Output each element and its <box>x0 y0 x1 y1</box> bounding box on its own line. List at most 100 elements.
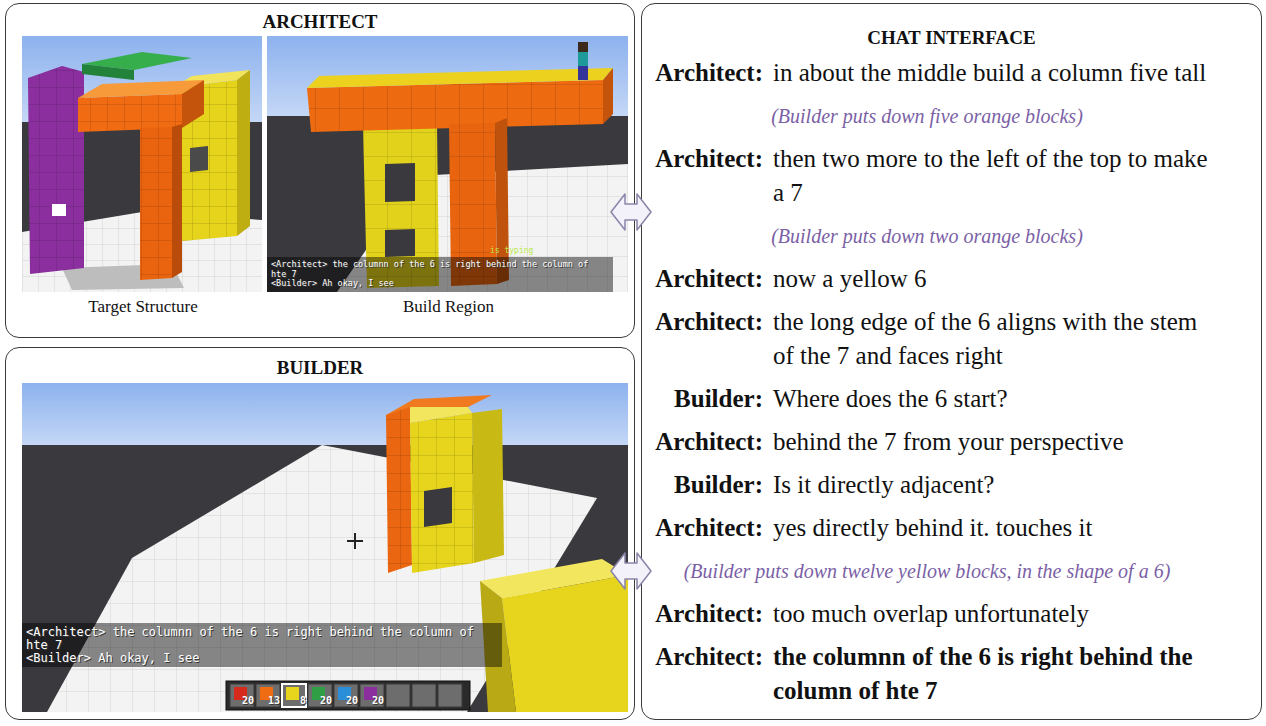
action-note: (Builder puts down two orange blocks) <box>651 219 1251 253</box>
illustration-part <box>308 684 332 707</box>
illustration-part <box>78 94 182 132</box>
illustration-part <box>140 127 172 280</box>
illustration-part <box>385 229 415 257</box>
double-arrow <box>611 553 651 589</box>
screenshot-caption: Build Region <box>268 296 629 318</box>
illustration-part <box>22 623 502 667</box>
chat-message: too much overlap unfortunately <box>773 597 1217 631</box>
chat-row: (Builder puts down twelve yellow blocks,… <box>651 554 1251 588</box>
chat-message: yes directly behind it. touches it <box>773 511 1217 545</box>
typing-indicator: is typing <box>490 246 533 255</box>
chat-message: in about the middle build a column five … <box>773 56 1217 90</box>
illustration-part <box>424 487 452 527</box>
illustration-part <box>190 146 208 172</box>
illustration-part <box>578 52 588 66</box>
illustration-part <box>410 413 474 573</box>
speaker-name: Architect: <box>651 56 763 90</box>
chat-row: Architect: now a yellow 6 <box>651 262 1251 296</box>
illustration-part <box>360 684 384 707</box>
panel-title: ARCHITECT <box>6 10 634 34</box>
chat-row: Builder: Is it directly adjacent? <box>651 468 1251 502</box>
chat-row: Architect:then two more to the left of t… <box>651 142 1251 210</box>
hotbar-count: 20 <box>309 695 332 706</box>
speaker-name: Architect: <box>651 511 763 545</box>
build-region-screenshot <box>267 36 628 292</box>
illustration-part <box>386 684 410 707</box>
speaker-name: Builder: <box>651 382 763 416</box>
illustration-part <box>502 575 628 712</box>
illustration-part <box>410 413 474 573</box>
illustration-part <box>578 66 588 80</box>
illustration-part <box>267 116 628 292</box>
illustration-part <box>226 681 470 710</box>
target-structure-screenshot <box>22 36 262 292</box>
chat-message: then two more to the left of the top to … <box>773 142 1217 210</box>
game-chat-line: <Architect> the columnn of the 6 is righ… <box>271 260 605 279</box>
illustration-part <box>22 445 628 712</box>
illustration-part <box>386 407 412 573</box>
game-chat-overlay: <Architect> the columnn of the 6 is righ… <box>26 626 494 665</box>
chat-message: now a yellow 6 <box>773 262 1217 296</box>
illustration-part <box>347 533 363 549</box>
illustration-part <box>385 163 415 202</box>
illustration-part <box>386 407 412 573</box>
chat-message: behind the 7 from your perspective <box>773 425 1217 459</box>
hotbar-count: 20 <box>335 695 358 706</box>
illustration-part <box>52 204 66 216</box>
illustration-part <box>28 66 84 274</box>
illustration-part <box>578 42 588 52</box>
illustration-part <box>256 684 280 707</box>
double-arrow <box>611 194 651 230</box>
builder-panel: BUILDER <Architect> the columnn of the 6 … <box>5 347 635 720</box>
illustration-part <box>282 684 306 707</box>
chat-message: Is it directly adjacent? <box>773 468 1217 502</box>
chat-row: Architect: yes directly behind it. touche… <box>651 511 1251 545</box>
speaker-name: Builder: <box>651 468 763 502</box>
speaker-name: Architect: <box>651 142 763 210</box>
action-note: (Builder puts down five orange blocks) <box>651 99 1251 133</box>
hotbar-count: 8 <box>283 695 306 706</box>
chat-row: Architect: too much overlap unfortunately <box>651 597 1251 631</box>
illustration-part <box>82 64 134 80</box>
speaker-name: Architect: <box>651 305 763 373</box>
speaker-name: Architect: <box>651 425 763 459</box>
chat-row: (Builder puts down two orange blocks) <box>651 219 1251 253</box>
illustration-part <box>603 68 613 124</box>
chat-row: Architect:the long edge of the 6 aligns … <box>651 305 1251 373</box>
illustration-part <box>237 70 250 236</box>
chat-row: (Builder puts down five orange blocks) <box>651 99 1251 133</box>
game-chat-line: <Builder> Ah okay, I see <box>26 652 494 665</box>
chat-row: Architect:the columnn of the 6 is right … <box>651 640 1251 708</box>
hotbar-count: 20 <box>361 695 384 706</box>
game-chat-line: <Architect> the columnn of the 6 is righ… <box>26 626 494 652</box>
game-chat-line: <Builder> Ah okay, I see <box>271 279 605 289</box>
chat-transcript: Architect: in about the middle build a co… <box>651 56 1251 717</box>
game-chat-overlay: <Architect> the columnn of the 6 is righ… <box>271 260 605 289</box>
illustration-part <box>22 383 628 445</box>
illustration-part <box>438 684 462 707</box>
screenshot-caption: Target Structure <box>23 296 263 318</box>
chat-row: Architect: behind the 7 from your perspec… <box>651 425 1251 459</box>
panel-title: CHAT INTERFACE <box>642 26 1261 50</box>
hotbar-count: 20 <box>231 695 254 706</box>
panel-title: BUILDER <box>6 356 634 380</box>
speaker-name: Architect: <box>651 262 763 296</box>
illustration-part <box>412 684 436 707</box>
illustration-part <box>78 94 182 132</box>
chat-panel: CHAT INTERFACE Architect: in about the mid… <box>641 3 1262 720</box>
hotbar-count: 13 <box>257 695 280 706</box>
illustration-part <box>230 684 254 707</box>
illustration-part <box>472 409 504 563</box>
speaker-name: Architect: <box>651 597 763 631</box>
illustration-part <box>480 559 628 598</box>
illustration-part <box>140 127 172 280</box>
illustration-part <box>286 687 299 700</box>
architect-panel: ARCHITECT Target StructureBuild Region <Ar… <box>5 3 635 338</box>
illustration-part <box>267 257 613 292</box>
illustration-part <box>182 80 204 128</box>
illustration-part <box>307 68 613 88</box>
chat-message: the columnn of the 6 is right behind the… <box>773 640 1217 708</box>
chat-message: the long edge of the 6 aligns with the s… <box>773 305 1217 373</box>
illustration-part <box>172 124 182 278</box>
